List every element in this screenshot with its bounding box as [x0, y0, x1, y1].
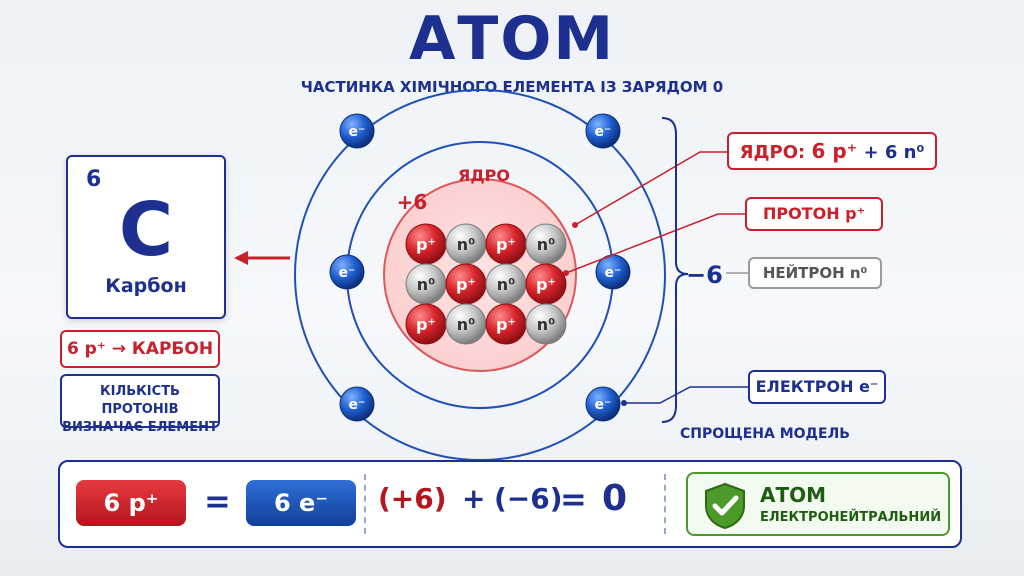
neutron-symbol: n⁰ — [497, 275, 515, 294]
element-number: 6 — [86, 167, 102, 192]
nucleus-composition-label: ЯДРО: 6 p⁺ + 6 n⁰ — [727, 132, 937, 170]
neutron-label: НЕЙТРОН n⁰ — [748, 257, 882, 289]
element-name: Карбон — [105, 275, 187, 297]
equation-negative-charge: (−6) — [494, 482, 563, 515]
carbon-rule-tag: 6 p⁺ → КАРБОН — [60, 330, 220, 368]
electron-leader-line — [624, 386, 748, 404]
electron-total-brace — [661, 117, 689, 423]
proton-particle: p⁺ — [485, 223, 527, 265]
model-note: СПРОЩЕНА МОДЕЛЬ — [680, 426, 850, 442]
neutron-particle: n⁰ — [525, 223, 567, 265]
neutron-symbol: n⁰ — [457, 315, 475, 334]
equation-electrons: 6 e⁻ — [246, 480, 356, 526]
neutron-particle: n⁰ — [525, 303, 567, 345]
neutron-symbol: n⁰ — [537, 315, 555, 334]
proton-leader-line — [565, 213, 745, 274]
electron-symbol: e⁻ — [349, 124, 366, 140]
proton-label: ПРОТОН p⁺ — [745, 197, 883, 231]
electron-particle: e⁻ — [585, 113, 621, 149]
equation-plus-sign: + — [462, 482, 486, 515]
arrow-to-element-head — [234, 251, 248, 265]
neutron-particle: n⁰ — [405, 263, 447, 305]
neutron-particle: n⁰ — [445, 223, 487, 265]
electron-leader-dot — [621, 400, 627, 406]
nucleus-composition-protons: 6 p⁺ — [811, 139, 858, 163]
equation-protons: 6 p⁺ — [76, 480, 186, 526]
nucleus-composition-rest: + 6 n⁰ — [863, 142, 925, 163]
proton-symbol: p⁺ — [536, 275, 556, 294]
proton-symbol: p⁺ — [496, 235, 516, 254]
element-symbol: C — [118, 187, 174, 273]
nucleus-charge: +6 — [397, 190, 428, 214]
element-card: 6 C Карбон — [66, 155, 226, 319]
proton-particle: p⁺ — [445, 263, 487, 305]
proton-leader-dot — [563, 270, 569, 276]
electron-symbol: e⁻ — [339, 265, 356, 281]
neutron-particle: n⁰ — [485, 263, 527, 305]
electron-particle: e⁻ — [339, 386, 375, 422]
shield-check-icon — [705, 482, 745, 530]
nucleus-leader-dot — [572, 222, 578, 228]
element-note-line-1: КІЛЬКІСТЬ ПРОТОНІВ — [100, 384, 180, 417]
neutral-conclusion-title: АТОМ — [760, 483, 827, 507]
electron-particle: e⁻ — [339, 113, 375, 149]
neutral-conclusion-box: АТОМ ЕЛЕКТРОНЕЙТРАЛЬНИЙ — [686, 472, 950, 536]
electron-total-charge: −6 — [686, 261, 723, 289]
element-note-line-2: ВИЗНАЧАЄ ЕЛЕМЕНТ — [62, 420, 218, 435]
neutron-symbol: n⁰ — [457, 235, 475, 254]
proton-symbol: p⁺ — [416, 315, 436, 334]
electron-particle: e⁻ — [585, 386, 621, 422]
equation-equals-sign-2: = — [560, 480, 587, 518]
electrons: e⁻ e⁻ e⁻ e⁻ e⁻ e⁻ — [329, 113, 631, 422]
equation-divider-right — [664, 474, 666, 534]
neutral-conclusion-subtitle: ЕЛЕКТРОНЕЙТРАЛЬНИЙ — [760, 510, 942, 525]
electron-symbol: e⁻ — [605, 265, 622, 281]
page-title: АТОМ — [408, 4, 616, 74]
electron-symbol: e⁻ — [595, 397, 612, 413]
electron-particle: e⁻ — [329, 254, 365, 290]
equation-bar: 6 p⁺ = 6 e⁻ (+6) + (−6) = 0 АТОМ ЕЛЕКТРО… — [58, 460, 962, 548]
nucleus-label: ЯДРО — [458, 166, 510, 185]
electron-label: ЕЛЕКТРОН e⁻ — [748, 370, 886, 404]
nucleus-leader-line — [574, 151, 727, 226]
proton-particle: p⁺ — [485, 303, 527, 345]
proton-symbol: p⁺ — [416, 235, 436, 254]
proton-symbol: p⁺ — [456, 275, 476, 294]
electron-symbol: e⁻ — [349, 397, 366, 413]
equation-result: 0 — [602, 478, 628, 519]
equation-equals-sign: = — [204, 482, 231, 520]
neutron-symbol: n⁰ — [417, 275, 435, 294]
proton-particle: p⁺ — [525, 263, 567, 305]
proton-symbol: p⁺ — [496, 315, 516, 334]
electron-particle: e⁻ — [595, 254, 631, 290]
electron-symbol: e⁻ — [595, 124, 612, 140]
proton-particle: p⁺ — [405, 223, 447, 265]
proton-particle: p⁺ — [405, 303, 447, 345]
equation-divider-left — [364, 474, 366, 534]
nucleus-particles: p⁺ n⁰ p⁺ n⁰ n⁰ p⁺ n⁰ p⁺ p⁺ n⁰ p⁺ n⁰ — [405, 223, 567, 345]
nucleus-composition-prefix: ЯДРО: — [739, 142, 806, 163]
neutron-symbol: n⁰ — [537, 235, 555, 254]
page-subtitle: ЧАСТИНКА ХІМІЧНОГО ЕЛЕМЕНТА ІЗ ЗАРЯДОМ 0 — [300, 78, 724, 96]
element-note: КІЛЬКІСТЬ ПРОТОНІВ ВИЗНАЧАЄ ЕЛЕМЕНТ — [60, 374, 220, 435]
equation-positive-charge: (+6) — [378, 482, 447, 515]
neutron-particle: n⁰ — [445, 303, 487, 345]
